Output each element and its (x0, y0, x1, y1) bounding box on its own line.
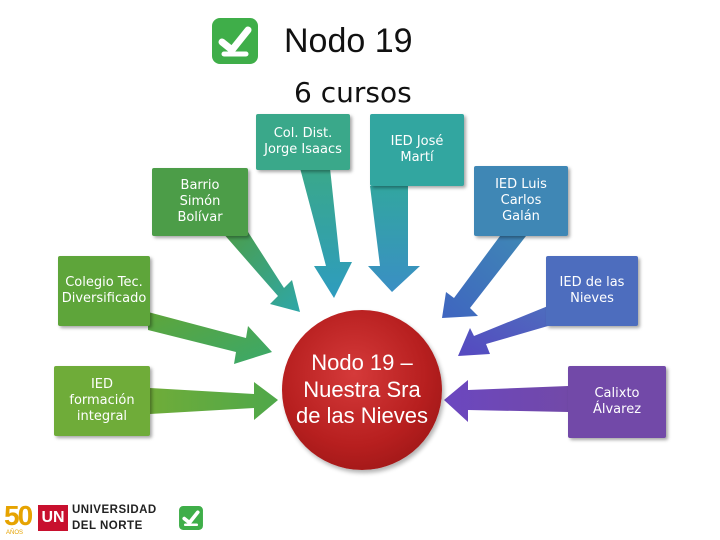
arrow-ied-luis (442, 236, 526, 318)
node-label: IED Luis Carlos Galán (495, 176, 547, 225)
checkmark-logo-icon (212, 18, 258, 64)
arrow-calixto (444, 380, 568, 422)
node-label: IED de las Nieves (559, 274, 625, 306)
arrow-col-dist (300, 168, 352, 298)
center-label: Nodo 19 – Nuestra Sra de las Nieves (295, 350, 429, 429)
checkmark-logo-icon (179, 506, 203, 530)
anniversary-logo: 50 (4, 500, 33, 531)
node-label: Calixto Álvarez (592, 385, 642, 417)
university-name: UNIVERSIDAD DEL NORTE (72, 504, 157, 532)
node-ied-jose: IED José Martí (370, 114, 464, 186)
arrow-barrio (222, 232, 300, 312)
university-mark: UN (38, 505, 68, 531)
node-ied-luis: IED Luis Carlos Galán (474, 166, 568, 236)
node-label: IED José Martí (390, 133, 444, 165)
center-node: Nodo 19 – Nuestra Sra de las Nieves (282, 310, 442, 470)
arrow-ied-formacion (150, 382, 278, 420)
arrow-ied-nieves (458, 306, 548, 356)
node-ied-nieves: IED de las Nieves (546, 256, 638, 326)
node-colegio-tec: Colegio Tec. Diversificado (58, 256, 150, 326)
node-label: Barrio Simón Bolívar (177, 177, 223, 226)
node-label: Colegio Tec. Diversificado (61, 274, 147, 306)
node-ied-formacion: IED formación integral (54, 366, 150, 436)
node-calixto: Calixto Álvarez (568, 366, 666, 438)
node-label: Col. Dist. Jorge Isaacs (264, 125, 342, 157)
page-title: Nodo 19 (284, 22, 413, 60)
node-label: IED formación integral (69, 376, 135, 425)
page-subtitle: 6 cursos (294, 76, 412, 109)
anniversary-sub: AÑOS (6, 530, 24, 536)
node-col-dist: Col. Dist. Jorge Isaacs (256, 114, 350, 170)
arrow-colegio-tec (148, 312, 272, 364)
node-barrio: Barrio Simón Bolívar (152, 168, 248, 236)
arrow-ied-jose (368, 186, 420, 292)
